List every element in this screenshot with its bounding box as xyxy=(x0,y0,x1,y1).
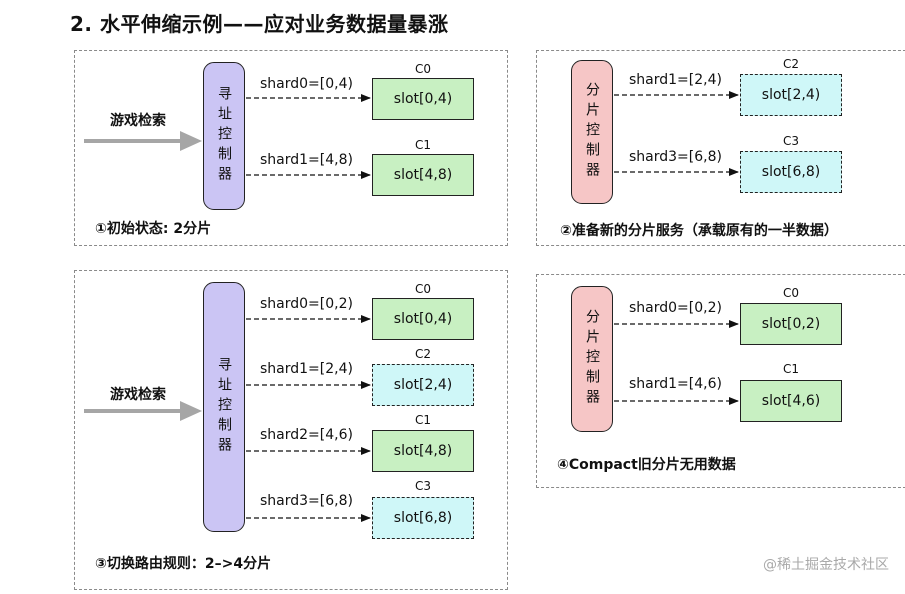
panel-caption: ②准备新的分片服务（承载原有的一半数据） xyxy=(560,223,838,239)
slot-node: slot[4,6) xyxy=(740,380,842,422)
shard-controller: 分片控制器 xyxy=(571,286,613,432)
shard-label: shard3=[6,8) xyxy=(629,149,722,165)
slot-node: slot[4,8) xyxy=(372,154,474,196)
shard-label: shard1=[2,4) xyxy=(260,361,353,377)
slot-node: slot[0,4) xyxy=(372,78,474,120)
slot-node: slot[2,4) xyxy=(740,74,842,116)
shard-label: shard1=[2,4) xyxy=(629,72,722,88)
slot-node: slot[0,2) xyxy=(740,303,842,345)
node-label: C0 xyxy=(782,286,799,300)
panel-initial-state xyxy=(74,50,508,246)
node-label: C3 xyxy=(782,134,799,148)
panel-compact xyxy=(536,274,905,488)
slot-node: slot[0,4) xyxy=(372,298,474,340)
shard-label: shard1=[4,8) xyxy=(260,152,353,168)
panel-caption: ①初始状态: 2分片 xyxy=(95,221,212,237)
node-label: C1 xyxy=(782,362,799,376)
panel-switch-routing xyxy=(74,270,508,590)
shard-label: shard0=[0,2) xyxy=(629,300,722,316)
node-label: C2 xyxy=(782,57,799,71)
panel-prepare-shards xyxy=(536,50,905,246)
shard-label: shard1=[4,6) xyxy=(629,376,722,392)
shard-label: shard0=[0,4) xyxy=(260,76,353,92)
node-label: C1 xyxy=(414,138,431,152)
slot-node: slot[2,4) xyxy=(372,364,474,406)
slot-node: slot[6,8) xyxy=(740,151,842,193)
node-label: C3 xyxy=(414,479,431,493)
panel-caption: ④Compact旧分片无用数据 xyxy=(557,457,736,473)
node-label: C0 xyxy=(414,282,431,296)
source-arrow xyxy=(84,131,202,151)
router-controller: 寻址控制器 xyxy=(203,282,245,532)
watermark: @稀土掘金技术社区 xyxy=(763,557,889,573)
shard-controller: 分片控制器 xyxy=(571,60,613,204)
router-controller: 寻址控制器 xyxy=(203,62,245,210)
shard-label: shard2=[4,6) xyxy=(260,427,353,443)
source-label: 游戏检索 xyxy=(110,113,166,129)
shard-label: shard0=[0,2) xyxy=(260,296,353,312)
panel-caption: ③切换路由规则：2–>4分片 xyxy=(95,556,272,572)
slot-node: slot[4,8) xyxy=(372,430,474,472)
node-label: C0 xyxy=(414,62,431,76)
shard-label: shard3=[6,8) xyxy=(260,493,353,509)
source-label: 游戏检索 xyxy=(110,387,166,403)
slot-node: slot[6,8) xyxy=(372,497,474,539)
page-title: 2. 水平伸缩示例——应对业务数据量暴涨 xyxy=(70,12,449,36)
source-arrow xyxy=(84,401,202,421)
node-label: C1 xyxy=(414,413,431,427)
node-label: C2 xyxy=(414,347,431,361)
